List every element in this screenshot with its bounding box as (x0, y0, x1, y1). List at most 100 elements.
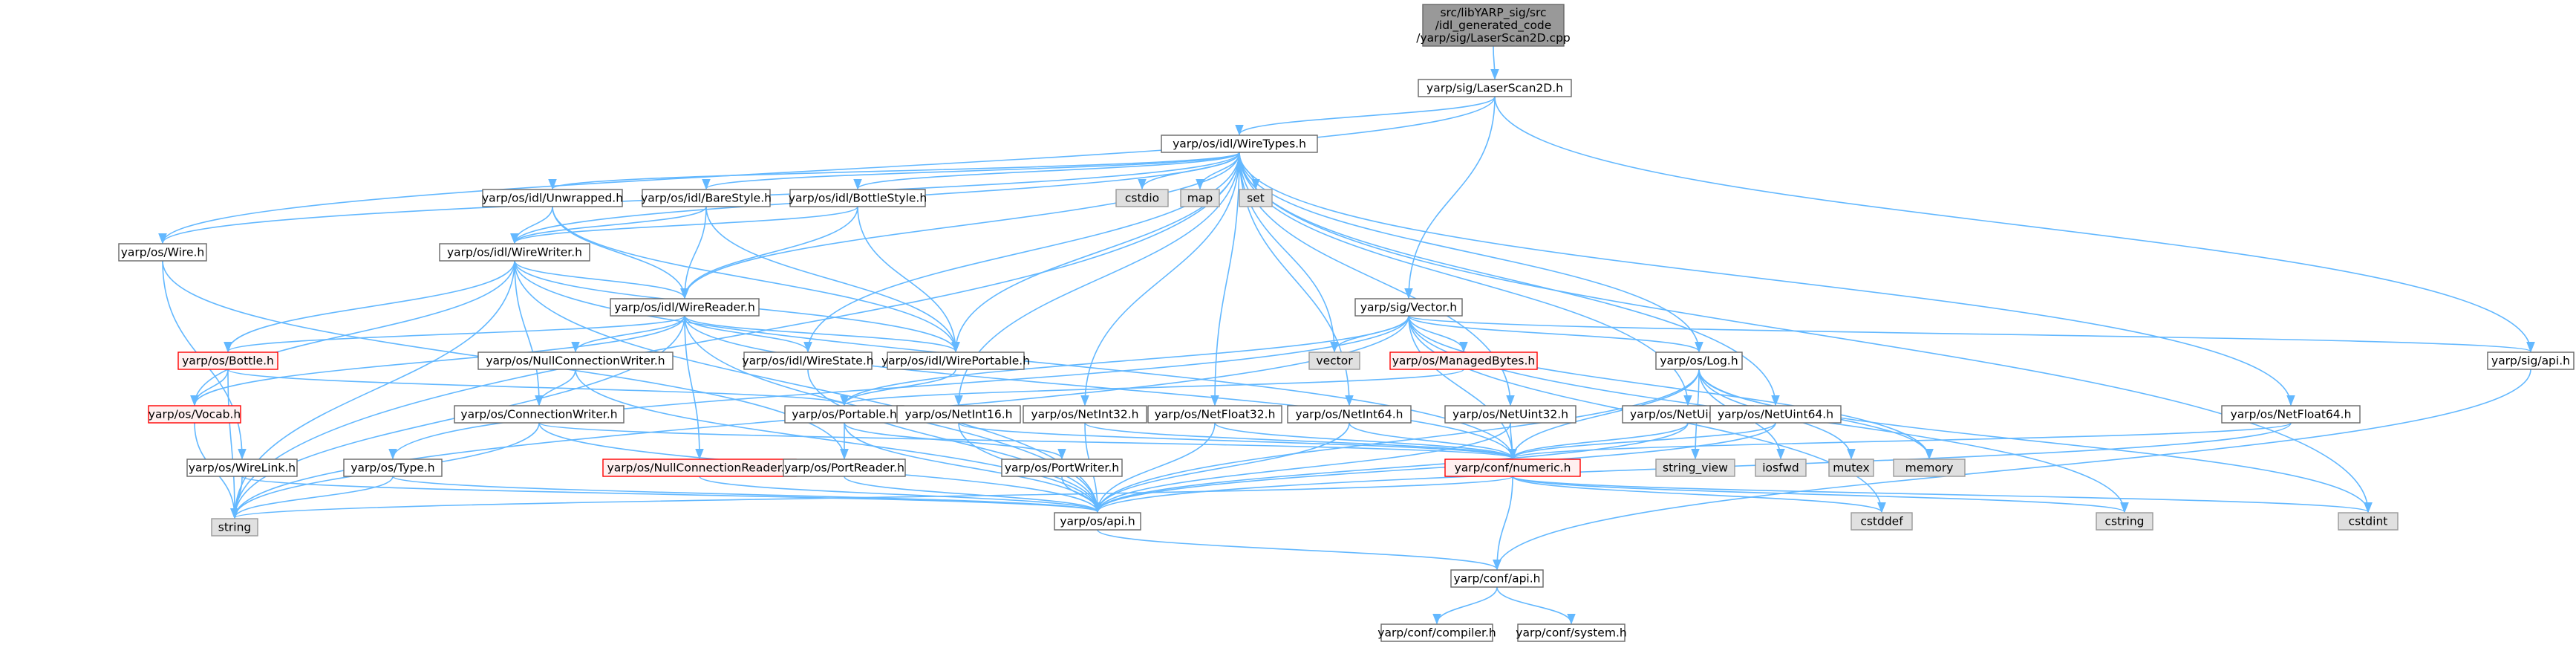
node-label-sigapi: yarp/sig/api.h (2491, 354, 2570, 368)
edge-lscan-to-wire (158, 96, 1496, 244)
node-label-portreader: yarp/os/PortReader.h (784, 461, 904, 475)
node-wiretypes[interactable]: yarp/os/idl/WireTypes.h (1161, 135, 1318, 153)
edge-bottle-to-portable (227, 369, 849, 406)
node-label-netfloat32: yarp/os/NetFloat32.h (1155, 408, 1276, 421)
edge-wiretypes-to-log (1239, 152, 1703, 353)
edge-wiretypes-to-bottlestyle (853, 152, 1240, 190)
node-netuint64[interactable]: yarp/os/NetUint64.h (1709, 405, 1842, 424)
node-confapi[interactable]: yarp/conf/api.h (1450, 569, 1544, 588)
node-system[interactable]: yarp/conf/system.h (1516, 623, 1627, 642)
node-vocab[interactable]: yarp/os/Vocab.h (148, 405, 241, 424)
edge-sigvector-to-type (388, 315, 1409, 460)
node-bottlestyle[interactable]: yarp/os/idl/BottleStyle.h (789, 189, 927, 207)
node-unwrapped[interactable]: yarp/os/idl/Unwrapped.h (482, 189, 623, 207)
edge-sigvector-to-portable (840, 315, 1409, 406)
node-box-wirereader (610, 298, 760, 317)
node-netfloat64[interactable]: yarp/os/NetFloat64.h (2221, 405, 2361, 424)
edge-lscan-to-wiretypes (1235, 96, 1496, 136)
edge-wirelink-to-osapi (241, 476, 1102, 513)
edge-sigvector-to-managedbytes (1408, 315, 1468, 353)
node-wirelink[interactable]: yarp/os/WireLink.h (186, 459, 298, 477)
node-netfloat32[interactable]: yarp/os/NetFloat32.h (1147, 405, 1282, 424)
node-wire[interactable]: yarp/os/Wire.h (118, 243, 207, 262)
node-box-root (1422, 4, 1565, 47)
edge-wiretypes-to-cstdint (1239, 152, 2373, 513)
node-netint32[interactable]: yarp/os/NetInt32.h (1023, 405, 1147, 424)
node-label-vector: vector (1316, 354, 1353, 368)
edge-lscan-to-sigapi (1494, 96, 2535, 353)
node-netuint32[interactable]: yarp/os/NetUint32.h (1444, 405, 1576, 424)
node-managedbytes[interactable]: yarp/os/ManagedBytes.h (1389, 351, 1538, 370)
node-sigvector[interactable]: yarp/sig/Vector.h (1354, 298, 1463, 317)
node-root[interactable]: src/libYARP_sig/src/idl_generated_code/y… (1416, 4, 1571, 47)
edge-wirereader-to-wirestate (684, 315, 812, 353)
node-box-lscan (1418, 79, 1572, 97)
node-type[interactable]: yarp/os/Type.h (343, 459, 443, 477)
node-box-wire (118, 243, 207, 262)
edge-portable-to-portwriter (844, 422, 1066, 460)
edge-type-to-osapi (392, 476, 1102, 513)
node-label-netuint64: yarp/os/NetUint64.h (1718, 408, 1833, 421)
node-box-netuint32 (1444, 405, 1576, 424)
node-netint64[interactable]: yarp/os/NetInt64.h (1287, 405, 1412, 424)
node-portable[interactable]: yarp/os/Portable.h (784, 405, 904, 424)
node-box-wireportable (887, 351, 1025, 370)
node-wirereader[interactable]: yarp/os/idl/WireReader.h (610, 298, 760, 317)
edge-numeric-to-cstddef (1512, 476, 1886, 513)
node-netint16[interactable]: yarp/os/NetInt16.h (896, 405, 1021, 424)
node-box-compiler (1380, 623, 1493, 642)
node-cstdio: cstdio (1115, 189, 1169, 207)
node-box-barestyle (642, 189, 771, 207)
edge-nullconnreader-to-osapi (699, 476, 1102, 513)
node-nullconnwriter[interactable]: yarp/os/NullConnectionWriter.h (477, 351, 674, 370)
node-label-cstddef: cstddef (1860, 515, 1903, 528)
node-label-unwrapped: yarp/os/idl/Unwrapped.h (482, 192, 623, 205)
node-bottle[interactable]: yarp/os/Bottle.h (177, 351, 278, 370)
node-portreader[interactable]: yarp/os/PortReader.h (783, 459, 906, 477)
edge-wirewriter-to-connwriter (514, 260, 544, 406)
node-connwriter[interactable]: yarp/os/ConnectionWriter.h (454, 405, 625, 424)
node-osapi[interactable]: yarp/os/api.h (1054, 512, 1141, 531)
node-label-cstdio: cstdio (1125, 192, 1159, 205)
node-box-wiretypes (1161, 135, 1318, 153)
edge-log-to-numeric (1508, 369, 1700, 460)
node-log[interactable]: yarp/os/Log.h (1655, 351, 1743, 370)
node-nullconnreader[interactable]: yarp/os/NullConnectionReader.h (602, 459, 797, 477)
node-numeric[interactable]: yarp/conf/numeric.h (1444, 459, 1581, 477)
node-sigapi[interactable]: yarp/sig/api.h (2487, 351, 2575, 370)
node-string_view: string_view (1655, 459, 1735, 477)
node-wireportable[interactable]: yarp/os/idl/WirePortable.h (881, 351, 1030, 370)
edge-numeric-to-cstring (1512, 476, 2129, 513)
node-label-wirereader: yarp/os/idl/WireReader.h (614, 301, 755, 314)
edge-nullconnwriter-to-connwriter (535, 369, 576, 406)
node-compiler[interactable]: yarp/conf/compiler.h (1377, 623, 1496, 642)
edge-connwriter-to-numeric (538, 422, 1517, 460)
node-lscan[interactable]: yarp/sig/LaserScan2D.h (1418, 79, 1572, 97)
node-barestyle[interactable]: yarp/os/idl/BareStyle.h (641, 189, 772, 207)
node-wirewriter[interactable]: yarp/os/idl/WireWriter.h (439, 243, 590, 262)
edge-wiretypes-to-netint32 (1080, 152, 1240, 406)
edge-wirereader-to-numeric (684, 315, 1517, 460)
node-box-wirestate (743, 351, 873, 370)
edge-wirereader-to-nullconnwriter (571, 315, 685, 353)
node-box-vocab (148, 405, 241, 424)
node-portwriter[interactable]: yarp/os/PortWriter.h (1001, 459, 1123, 477)
node-label-memory: memory (1905, 461, 1954, 475)
node-box-type (343, 459, 443, 477)
node-label-wire: yarp/os/Wire.h (121, 246, 205, 259)
edge-confapi-to-system (1496, 586, 1576, 625)
edge-netint64-to-numeric (1349, 422, 1517, 460)
node-label-system: yarp/conf/system.h (1516, 626, 1626, 640)
edge-wiretypes-to-wireportable (951, 152, 1240, 353)
node-box-iosfwd (1755, 459, 1807, 477)
edge-wiretypes-to-barestyle (702, 152, 1240, 190)
node-label-netint16: yarp/os/NetInt16.h (904, 408, 1012, 421)
node-box-system (1517, 623, 1626, 642)
node-wirestate[interactable]: yarp/os/idl/WireState.h (742, 351, 874, 370)
node-box-connwriter (454, 405, 625, 424)
node-label-osapi: yarp/os/api.h (1060, 515, 1135, 528)
edge-netfloat32-to-numeric (1214, 422, 1517, 460)
edge-netfloat64-to-numeric (1508, 422, 2292, 460)
node-label-root: src/libYARP_sig/src (1440, 6, 1546, 20)
node-set: set (1239, 189, 1273, 207)
